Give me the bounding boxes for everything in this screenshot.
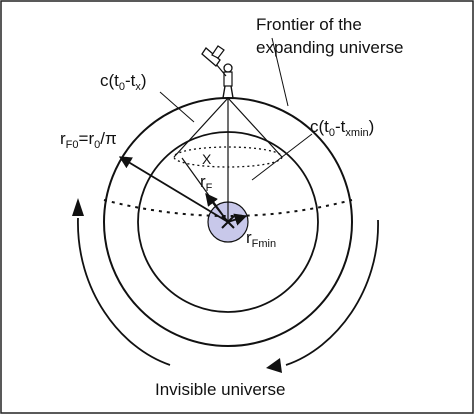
- c-tx-leader-line: [159, 91, 195, 123]
- rotation-arrow-icon: [77, 217, 171, 366]
- outer-dotted-equator: [103, 199, 353, 217]
- cone-line-left: [173, 97, 229, 158]
- rFmin-label: rFmin: [246, 228, 276, 250]
- frontier-leader-line: [271, 37, 289, 107]
- rFmin-radius-arrow: [227, 213, 248, 226]
- center-mark-b: [221, 215, 235, 229]
- rotation-arrow-right: [285, 219, 379, 366]
- rF0-radius-arrow: [118, 156, 229, 223]
- frontier-label-line1: Frontier of the: [256, 15, 362, 34]
- rotation-arrow-right-head: [266, 358, 282, 373]
- c-txmin-leader-line: [251, 133, 313, 181]
- rotation-arrow-left-head: [72, 198, 84, 216]
- x-label: X: [202, 151, 212, 167]
- c-tx-label: c(t0-tx): [100, 71, 147, 93]
- rF0-label: rF0=r0/π: [60, 129, 117, 151]
- cone-line-right: [227, 97, 283, 158]
- c-txmin-label: c(t0-txmin): [310, 117, 374, 139]
- frontier-label-line2: expanding universe: [256, 38, 403, 57]
- rF-label: rF: [200, 172, 213, 194]
- telescope-observer-icon: [201, 45, 234, 99]
- invisible-universe-label: Invisible universe: [155, 380, 285, 399]
